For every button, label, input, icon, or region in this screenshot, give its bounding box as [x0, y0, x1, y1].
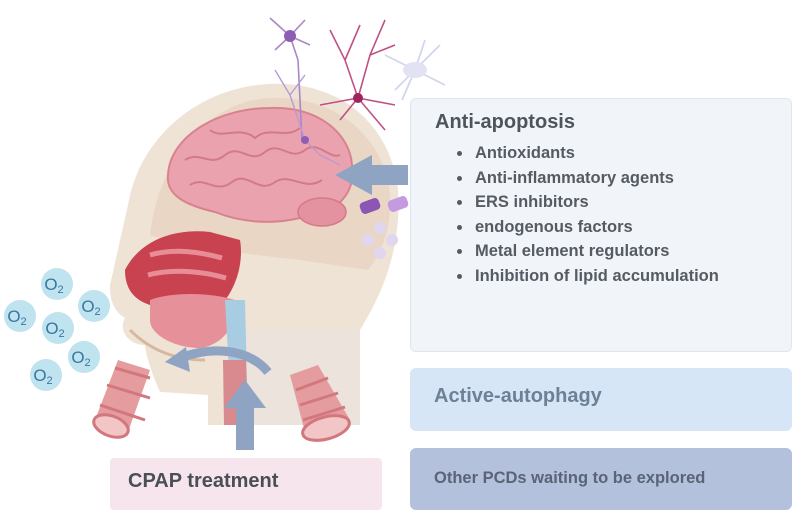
tongue — [150, 294, 236, 348]
neuron-brain — [274, 69, 341, 166]
anti-apoptosis-title: Anti-apoptosis — [435, 111, 575, 133]
arrow-up — [224, 380, 266, 450]
cpap-panel: CPAP treatment — [110, 458, 382, 510]
jaw — [128, 328, 206, 362]
list-item: Metal element regulators — [473, 239, 796, 264]
list-item: Anti-inflammatory agents — [473, 166, 796, 191]
airway-tube-right — [290, 365, 351, 442]
airway-curved-arrow — [178, 346, 272, 376]
turbinates — [147, 248, 227, 281]
list-item: ERS inhibitors — [473, 190, 796, 215]
list-item: Inhibition of lipid accumulation — [473, 264, 796, 289]
neuron-magenta — [319, 19, 396, 131]
pill-icons — [359, 196, 409, 259]
cpap-label: CPAP treatment — [128, 470, 279, 492]
anti-apoptosis-panel: Anti-apoptosis Antioxidants Anti-inflamm… — [410, 98, 792, 352]
arrow-to-brain — [335, 155, 408, 195]
active-autophagy-label: Active-autophagy — [434, 385, 602, 407]
neuron-pale — [384, 39, 446, 101]
list-item: Antioxidants — [473, 141, 796, 166]
airway-tube-left — [92, 360, 151, 439]
oxygen-bubble — [4, 300, 36, 332]
oxygen-bubble — [78, 290, 110, 322]
list-item: endogenous factors — [473, 215, 796, 240]
neuron-left — [269, 17, 311, 141]
anti-apoptosis-list: Antioxidants Anti-inflammatory agents ER… — [451, 141, 796, 289]
other-pcds-panel: Other PCDs waiting to be explored — [410, 448, 792, 510]
other-pcds-label: Other PCDs waiting to be explored — [434, 469, 706, 487]
oxygen-bubble — [41, 268, 73, 300]
active-autophagy-panel: Active-autophagy — [410, 368, 792, 431]
oxygen-bubble — [30, 359, 62, 391]
oxygen-bubble — [42, 312, 74, 344]
cerebellum — [297, 197, 347, 227]
oxygen-bubble — [68, 341, 100, 373]
brain-folds — [184, 127, 341, 188]
